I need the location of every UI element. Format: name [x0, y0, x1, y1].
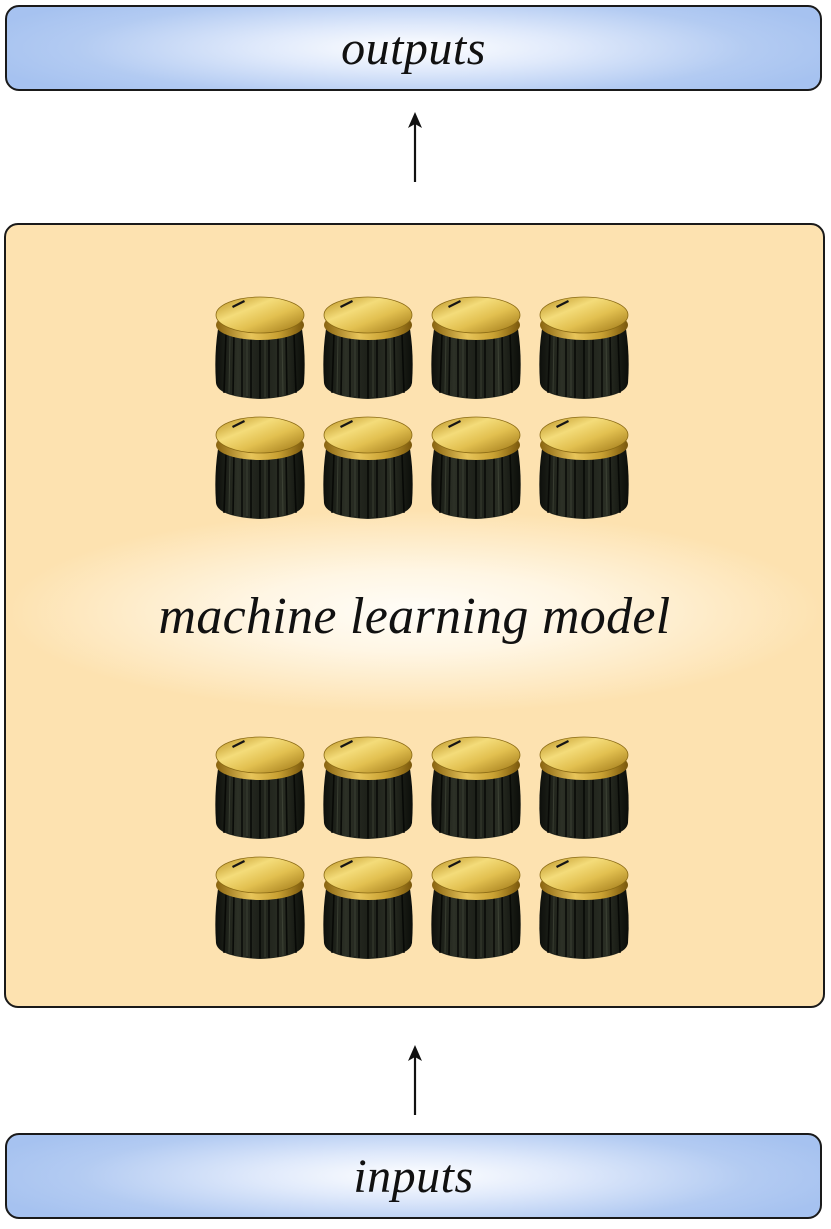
knob-icon [214, 416, 306, 520]
knob-icon [322, 296, 414, 400]
knob-icon [538, 736, 630, 840]
outputs-box: outputs [5, 5, 822, 91]
knob-icon [322, 416, 414, 520]
knob-icon [538, 856, 630, 960]
knob-icon [538, 296, 630, 400]
knob-icon [430, 296, 522, 400]
outputs-label: outputs [341, 21, 486, 75]
knob-icon [538, 416, 630, 520]
knob-icon [430, 416, 522, 520]
arrow-up-icon [408, 112, 422, 182]
inputs-box: inputs [5, 1133, 822, 1219]
knob-icon [214, 736, 306, 840]
arrow-up-icon [408, 1045, 422, 1115]
knob-icon [322, 856, 414, 960]
model-label: machine learning model [158, 588, 671, 645]
model-box: machine learning model [4, 223, 825, 1008]
knob-icon [430, 736, 522, 840]
knob-icon [430, 856, 522, 960]
inputs-label: inputs [353, 1149, 474, 1203]
knob-icon [214, 856, 306, 960]
knob-icon [322, 736, 414, 840]
knob-icon [214, 296, 306, 400]
